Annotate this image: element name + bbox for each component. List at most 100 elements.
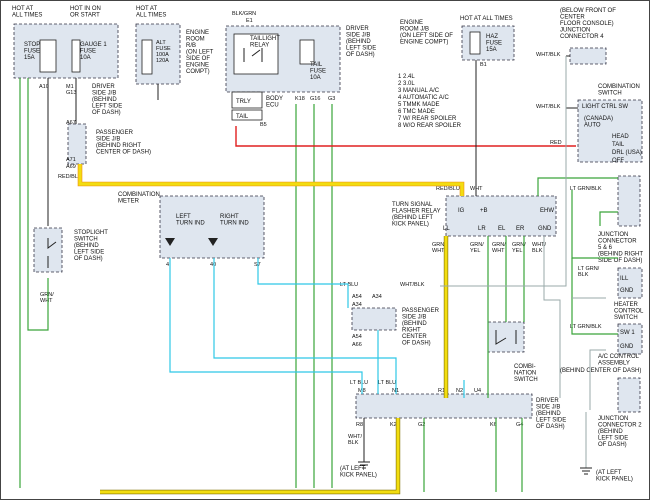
- wire-blk-grn: BLK/GRN: [232, 11, 256, 17]
- tail-box: [231, 109, 263, 121]
- passenger-jb2-box: [351, 307, 397, 331]
- wire-red-blu-flasher: RED/BLU: [436, 186, 460, 192]
- pin-n2: N2: [456, 388, 463, 394]
- flasher-box: [445, 195, 557, 237]
- tail-fuse: [299, 39, 315, 65]
- taillight-relay: [233, 33, 279, 75]
- comb-meter-box: [159, 195, 265, 259]
- gnd-label-heater: GND: [620, 288, 634, 294]
- pin-k20: K20: [390, 422, 400, 428]
- pin-r8: R8: [356, 422, 363, 428]
- pin-lr: LR: [478, 226, 486, 232]
- wire-lt-grn-blk-1: LT GRN/BLK: [570, 186, 602, 192]
- wire-lt-blu-right: [213, 258, 397, 394]
- pin-b1: B1: [480, 62, 487, 68]
- stoplight-switch-symbol: [47, 238, 57, 268]
- wire-wht-blk-bottom: WHT/BLK: [348, 434, 363, 446]
- pin-4: 4: [166, 262, 169, 268]
- wire-k20-yellow: [100, 418, 400, 494]
- pin-g4: G4: [516, 422, 523, 428]
- right-led-icon: [208, 238, 218, 246]
- ac-ctrl-box: [617, 323, 643, 355]
- sw1-label: SW 1: [620, 330, 635, 336]
- gnd-label-ac: GND: [620, 344, 634, 350]
- passenger-jb-pins-box: [67, 123, 87, 165]
- light-ctrl-box: [577, 99, 643, 163]
- pin-m1: M1: [66, 84, 74, 90]
- pin-er: ER: [516, 226, 525, 232]
- pin-a67: A67: [66, 120, 76, 126]
- comb-switch-box: [487, 321, 525, 353]
- pin-e1: E1: [246, 18, 253, 24]
- hot-label-3: HOT AT ALL TIMES: [460, 16, 513, 22]
- wire-lt-blu-s7: [257, 258, 349, 308]
- head-label: HEAD: [612, 134, 629, 140]
- pin-s7: S7: [254, 262, 261, 268]
- pin-a54-top: A54: [352, 294, 362, 300]
- tail-box-label: TAIL: [236, 114, 249, 120]
- canada-auto-label: (CANADA)AUTO: [584, 116, 613, 129]
- wire-wht-blk-gnd: WHT/BLK: [532, 242, 547, 254]
- pin-a34-top: A34: [372, 294, 382, 300]
- haz-fuse: [469, 31, 481, 55]
- pin-gnd: GND: [538, 226, 552, 232]
- pin-b5: B5: [260, 122, 267, 128]
- stop-fuse: [39, 39, 57, 73]
- left-led-icon: [165, 238, 175, 246]
- wire-grn-stoplight: [27, 78, 49, 331]
- wire-grn-yel-er: GRN/YEL: [512, 242, 526, 254]
- junction-2-box: [617, 377, 641, 413]
- gauge-fuse: [71, 39, 81, 73]
- wire-red-main: [235, 126, 576, 147]
- wire-red: RED: [550, 140, 562, 146]
- wire-lt-grn-blk-2: LT GRN/BLK: [570, 324, 602, 330]
- pin-ll: LL: [443, 226, 450, 232]
- relay-switch-symbol: [243, 48, 263, 62]
- heater-ctrl-box: [617, 267, 643, 299]
- pin-a54: A54: [352, 334, 362, 340]
- pin-k18: K18: [295, 96, 305, 102]
- trly-box: [231, 91, 263, 109]
- pin-a10: A10: [39, 84, 49, 90]
- pin-r1: R1: [438, 388, 445, 394]
- wire-wht-blk-2: WHT/BLK: [536, 104, 561, 110]
- ac-ctrl-loc-label: (BEHIND CENTER OF DASH): [560, 368, 641, 374]
- light-ctrl-label: LIGHT CTRL SW: [582, 104, 628, 110]
- ground-icon-1: [358, 461, 370, 469]
- wire-red-blu-left: RED/BLU: [58, 174, 82, 180]
- pin-u4: U4: [474, 388, 481, 394]
- pin-ehw: EHW: [540, 208, 554, 214]
- wire-lt-grn-ac: [571, 258, 618, 335]
- trly-label: TRLY: [236, 99, 251, 105]
- pin-g2: G2: [418, 422, 425, 428]
- drl-label: DRL (USA): [612, 150, 642, 156]
- wire-grn-wht-ll: GRN/WHT: [432, 242, 446, 254]
- junction-56-box: [617, 175, 641, 227]
- pin-g3: G3: [328, 96, 335, 102]
- pin-g16: G16: [310, 96, 320, 102]
- wire-wht-blk-mid: WHT/BLK: [400, 282, 425, 288]
- pin-ig: IG: [458, 208, 465, 214]
- tail-sw-label: TAIL: [612, 142, 625, 148]
- wire-k20-edge: [100, 418, 401, 495]
- pin-g13: G13: [66, 90, 76, 96]
- wire-wht-flasher: WHT: [470, 186, 483, 192]
